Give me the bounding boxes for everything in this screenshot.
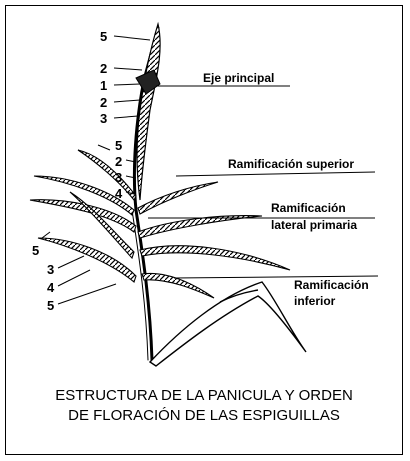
caption-line-2: DE FLORACIÓN DE LAS ESPIGUILLAS — [68, 407, 340, 424]
order-number: 5 — [32, 243, 39, 258]
branch-right-low — [141, 272, 215, 299]
branch-left-mid2 — [29, 199, 137, 233]
label-primary-lateral-2: lateral primaria — [271, 218, 357, 232]
branch-left-upper — [77, 149, 137, 202]
order-number: 2 — [100, 61, 107, 76]
order-number: 1 — [100, 78, 107, 93]
branch-left-low — [37, 237, 137, 283]
main-axis-spike — [135, 21, 161, 201]
label-upper-branch: Ramificación superior — [228, 157, 354, 171]
order-number: 3 — [115, 170, 122, 185]
branch-right-mid2 — [139, 245, 291, 271]
leaf — [148, 281, 307, 367]
order-numbers-lower: 5 3 4 5 — [32, 243, 55, 313]
branch-left-low2 — [69, 191, 135, 260]
branch-left-mid — [33, 175, 135, 216]
order-number: 2 — [115, 154, 122, 169]
panicle-branches — [29, 149, 291, 299]
order-number: 5 — [47, 298, 54, 313]
order-number: 4 — [115, 186, 123, 201]
branch-right-upper — [137, 181, 219, 215]
branch-right-mid — [137, 215, 263, 239]
order-numbers-top: 5 2 1 2 3 — [100, 29, 107, 126]
label-main-axis: Eje principal — [203, 71, 274, 85]
leader-lines — [41, 35, 379, 305]
label-lower-branch-1: Ramificación — [294, 278, 369, 292]
part-labels: Eje principal Ramificación superior Rami… — [203, 71, 369, 308]
order-number: 5 — [115, 138, 122, 153]
caption-line-1: ESTRUCTURA DE LA PANICULA Y ORDEN — [55, 387, 353, 404]
order-number: 3 — [100, 111, 107, 126]
label-lower-branch-2: inferior — [294, 294, 336, 308]
label-primary-lateral-1: Ramificación — [271, 201, 346, 215]
figure-frame — [5, 5, 403, 455]
order-number: 2 — [100, 95, 107, 110]
order-number: 4 — [47, 280, 55, 295]
order-number: 3 — [47, 262, 54, 277]
order-numbers-middle: 5 2 3 4 — [115, 138, 123, 201]
order-number: 5 — [100, 29, 107, 44]
